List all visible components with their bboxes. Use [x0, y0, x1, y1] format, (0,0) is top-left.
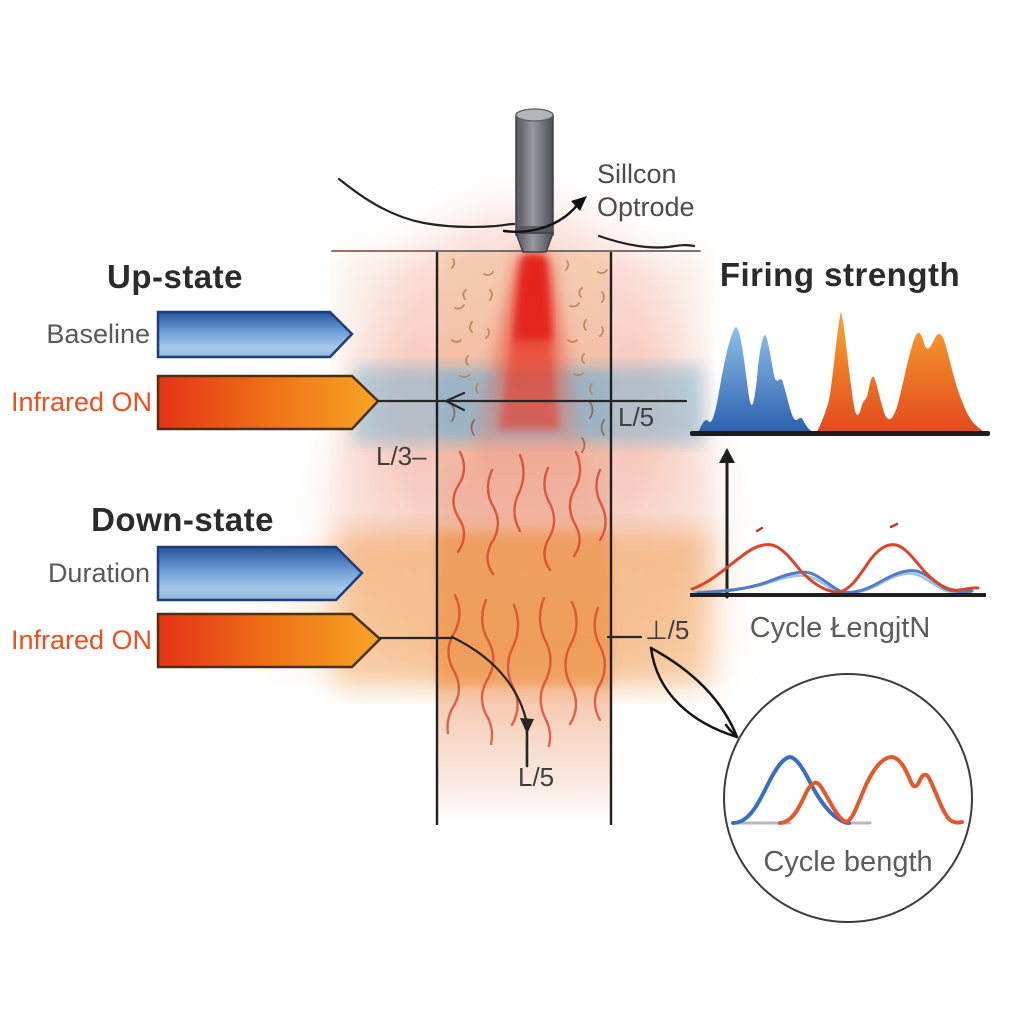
- firing-orange-peaks: [816, 311, 988, 433]
- cycle-length-inset-caption: Cycle bength: [763, 846, 933, 878]
- optrode-label-line1: Sillcon: [597, 159, 677, 189]
- downstate-infrared-arrow: [156, 612, 382, 669]
- inset-callout-pointer: [649, 646, 739, 739]
- optrode-label: Sillcon Optrode: [597, 158, 695, 224]
- optrode-pointer-arrow: [502, 196, 587, 233]
- upstate-infrared-arrow: [156, 374, 380, 431]
- duration-label: Duration: [47, 558, 150, 588]
- dim-label-bottom-center: L/5: [518, 762, 555, 792]
- silicon-optrode: [514, 108, 555, 253]
- firing-strength-heading: Firing strength: [719, 256, 961, 293]
- cycle-length-caption: Cycle ŁengjtN: [749, 612, 931, 644]
- down-state-heading: Down-state: [91, 501, 274, 538]
- cycle-length-inset: [723, 673, 973, 923]
- infrared-on-label-downstate: Infrared ON: [10, 625, 152, 655]
- dim-label-upper-right: L/5: [618, 402, 655, 432]
- dim-label-mid-left: L/3–: [376, 441, 427, 471]
- orange-state-band: [334, 530, 710, 688]
- infrared-on-label-upstate: Infrared ON: [10, 387, 152, 417]
- tissue-speckles: [451, 258, 608, 395]
- dimension-lines: [376, 391, 688, 768]
- cycle-length-chart: [690, 448, 986, 599]
- dim-label-lower-right: ⊥/5: [645, 615, 690, 645]
- tissue-surface: [331, 177, 701, 252]
- tissue-strands: [446, 401, 607, 748]
- up-state-heading: Up-state: [106, 258, 244, 295]
- downstate-duration-arrow: [156, 545, 364, 602]
- firing-blue-peaks: [698, 327, 816, 433]
- column-borders: [435, 252, 613, 825]
- firing-strength-chart: [690, 311, 990, 436]
- baseline-label: Baseline: [46, 319, 150, 349]
- optrode-label-line2: Optrode: [597, 192, 695, 222]
- upstate-baseline-arrow: [156, 310, 354, 359]
